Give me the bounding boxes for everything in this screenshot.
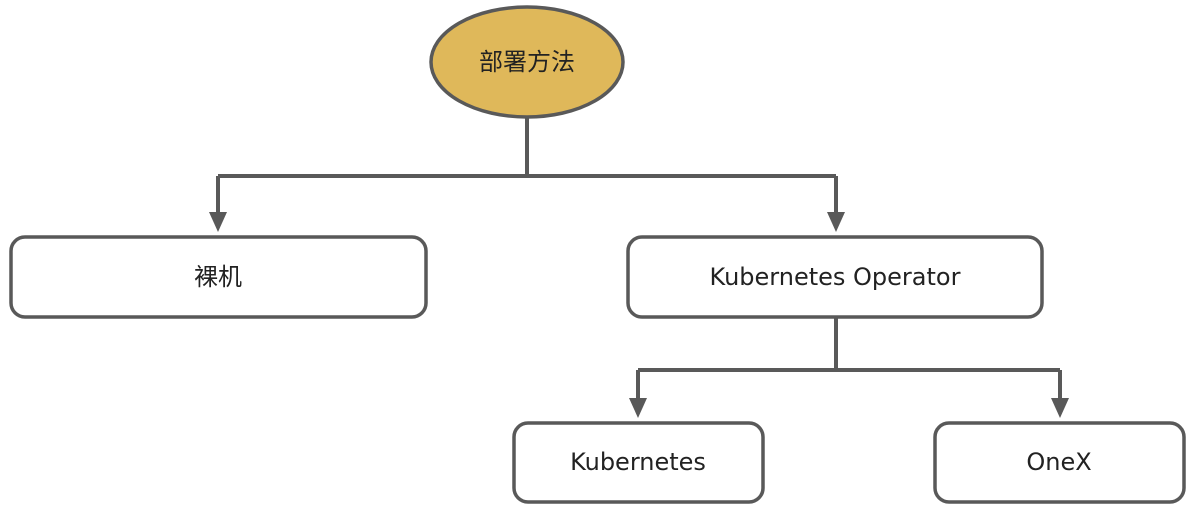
arrowhead-kubernetes-operator <box>827 212 845 232</box>
onex-box <box>933 421 1186 504</box>
root-node: 部署方法 <box>429 5 625 119</box>
kubernetes-operator-box <box>626 235 1044 319</box>
bare-metal-label: 裸机 <box>194 263 242 291</box>
kubernetes-label: Kubernetes <box>570 448 706 476</box>
arrowhead-bare-metal <box>209 212 227 232</box>
bare-metal-box <box>9 235 428 319</box>
root-label: 部署方法 <box>479 48 575 76</box>
onex-node: OneX <box>933 421 1186 504</box>
root-ellipse <box>429 5 625 119</box>
kubernetes-operator-node: Kubernetes Operator <box>626 235 1044 319</box>
bare-metal-node: 裸机 <box>9 235 428 319</box>
onex-label: OneX <box>1026 448 1091 476</box>
arrowhead-kubernetes <box>629 398 647 418</box>
kubernetes-operator-label: Kubernetes Operator <box>710 263 961 291</box>
kubernetes-box <box>512 421 765 504</box>
arrowhead-onex <box>1051 398 1069 418</box>
kubernetes-node: Kubernetes <box>512 421 765 504</box>
